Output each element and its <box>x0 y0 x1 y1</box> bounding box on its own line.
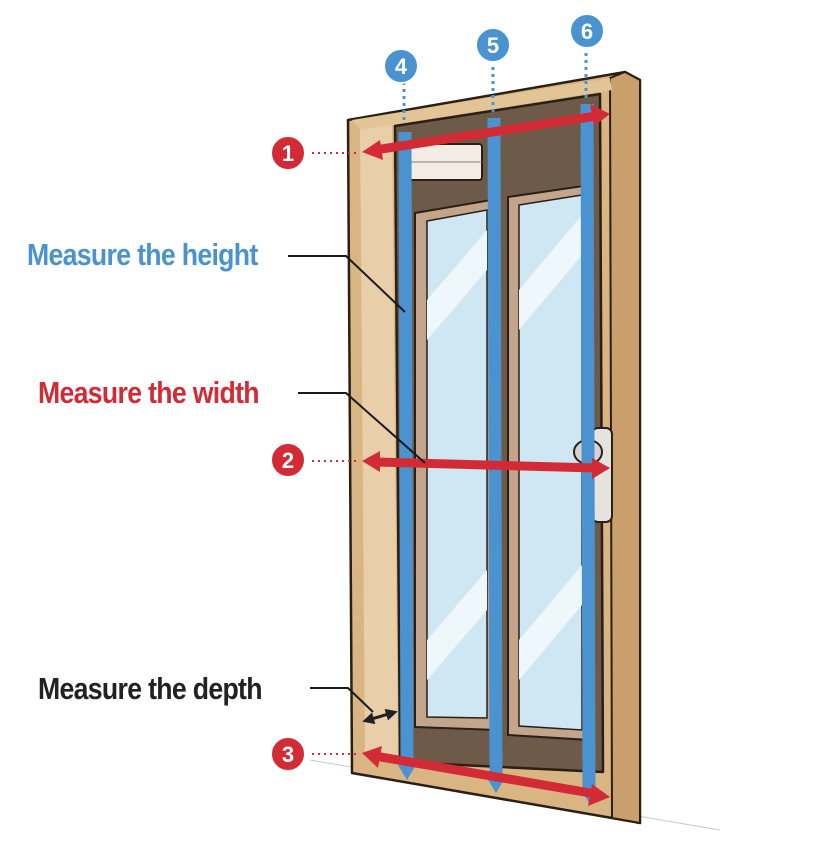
depth-arrow <box>362 708 398 725</box>
marker-5: 5 <box>475 27 511 63</box>
width-arrow-1 <box>312 104 610 160</box>
marker-1: 1 <box>270 135 306 171</box>
leader-width <box>298 392 426 464</box>
marker-6: 6 <box>569 13 605 49</box>
marker-2: 2 <box>270 442 306 478</box>
markers: 1 2 3 4 5 6 <box>270 13 605 772</box>
measure-depth-label: Measure the depth <box>38 671 263 706</box>
marker-5-number: 5 <box>487 33 499 58</box>
marker-1-number: 1 <box>282 141 294 166</box>
marker-3-number: 3 <box>282 742 294 767</box>
marker-6-number: 6 <box>581 19 593 44</box>
width-arrow-3 <box>312 746 610 806</box>
width-arrows <box>312 104 610 806</box>
marker-4: 4 <box>383 48 419 84</box>
height-line-4 <box>398 82 416 780</box>
leader-depth <box>310 687 374 713</box>
measure-width-label: Measure the width <box>38 375 260 410</box>
measure-height-label: Measure the height <box>27 237 258 272</box>
window-pane-left <box>414 197 498 732</box>
height-lines <box>398 46 598 803</box>
leader-height <box>288 255 406 313</box>
width-arrow-2 <box>312 451 610 479</box>
marker-3: 3 <box>270 736 306 772</box>
marker-2-number: 2 <box>282 448 294 473</box>
marker-4-number: 4 <box>395 54 408 79</box>
door-panel <box>393 92 613 774</box>
leader-lines <box>288 255 426 713</box>
